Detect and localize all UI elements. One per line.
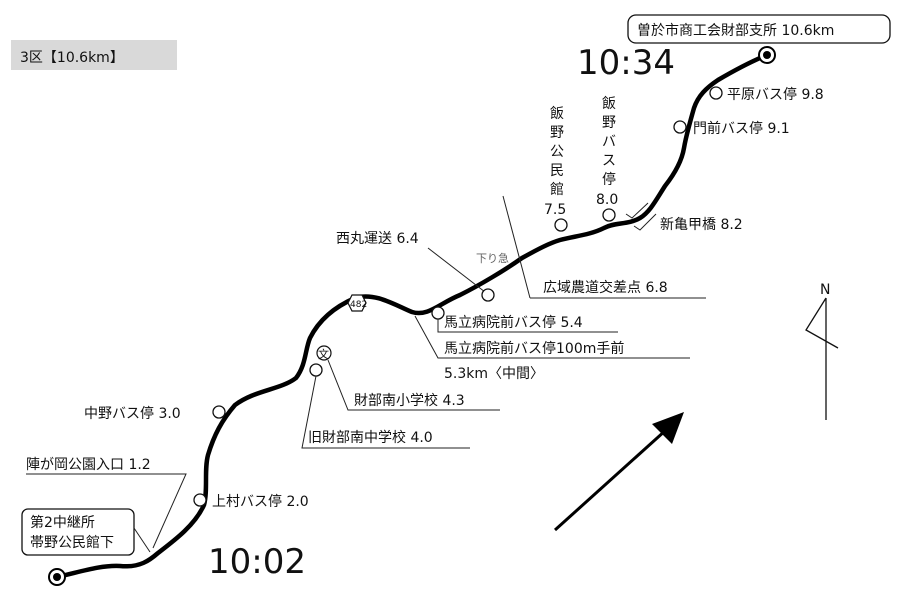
label-iino-bus-c3: バ [602,134,616,150]
stop-monzen [673,120,687,134]
stop-iino-bus [602,208,616,222]
label-hirabaru: 平原バス停 9.8 [727,86,824,103]
label-monzen: 門前バス停 9.1 [693,120,790,137]
start-leader [133,527,151,553]
finish-label-box [627,14,891,44]
finish-time: 10:34 [577,43,675,83]
start-time: 10:02 [208,542,306,582]
label-iino-bus-c5: 停 [602,171,616,188]
finish-label: 曽於市商工会財部支所 10.6km [637,22,834,39]
bridge-shinkame-2 [633,213,657,231]
label-iino-bus-c2: 野 [602,115,616,131]
stop-hirabaru [709,86,723,100]
school-symbol [316,345,332,361]
label-kudari: 下り急 [476,251,509,265]
label-nakano: 中野バス停 3.0 [84,405,181,422]
leader-jingaoka [26,473,187,549]
start-marker-dot [53,573,61,581]
label-iino-bus-c4: ス [602,153,616,169]
section-badge: 3区【10.6km】 [20,50,124,66]
label-kouiki: 広域農道交差点 6.8 [543,279,668,296]
label-old-takarabe-js: 旧財部南中学校 4.0 [308,429,433,446]
stop-umatate [431,306,445,320]
stop-nakano [212,405,226,419]
label-jingaoka: 陣が岡公園入口 1.2 [26,457,151,473]
label-umatate100-l1: 馬立病院前バス停100m手前 [444,340,624,357]
stop-nishimaru [481,288,495,302]
stop-iino-hall [554,218,568,232]
label-kamimura: 上村バス停 2.0 [212,493,309,510]
start-label-line1: 第2中継所 [30,514,95,531]
label-iino-bus-km: 8.0 [596,192,618,208]
school-symbol-glyph: 文 [318,347,329,361]
label-iino-hall-c3: 公 [550,144,564,160]
section-badge-bg [11,40,177,70]
leader-umatate100 [414,315,690,359]
stop-old-takarabe-js [309,363,323,377]
leader-old-takarabe-js [301,375,470,449]
compass-label: N [820,282,830,298]
finish-marker-dot [763,51,771,59]
label-iino-hall-c5: 館 [550,181,564,198]
label-iino-hall-c2: 野 [550,125,564,141]
start-label-box [21,508,135,556]
label-umatate100-l2: 5.3km〈中間〉 [444,366,544,382]
direction-arrow-head [652,412,684,444]
label-iino-hall-c4: 民 [550,163,564,179]
route-482-shield [347,294,367,312]
direction-arrow-shaft [553,428,668,532]
label-umatate: 馬立病院前バス停 5.4 [444,314,583,331]
stop-kamimura [193,493,207,507]
leader-umatate [437,319,618,333]
crossroad-kouiki [502,195,531,299]
label-shinkame: 新亀甲橋 8.2 [660,217,743,233]
bridge-shinkame [625,202,649,219]
start-label-line2: 帯野公民館下 [30,534,114,551]
leader-takarabe-es [327,359,500,411]
label-iino-bus-c1: 飯 [602,95,616,112]
route-482-label: 482 [350,300,367,310]
label-nishimaru: 西丸運送 6.4 [336,231,419,247]
compass-north-arrow [805,297,839,420]
label-iino-hall-km: 7.5 [544,202,566,218]
leader-nishimaru [427,247,486,293]
course-route [54,52,770,580]
label-takarabe-es: 財部南小学校 4.3 [354,392,465,409]
label-iino-hall-c1: 飯 [550,105,564,122]
